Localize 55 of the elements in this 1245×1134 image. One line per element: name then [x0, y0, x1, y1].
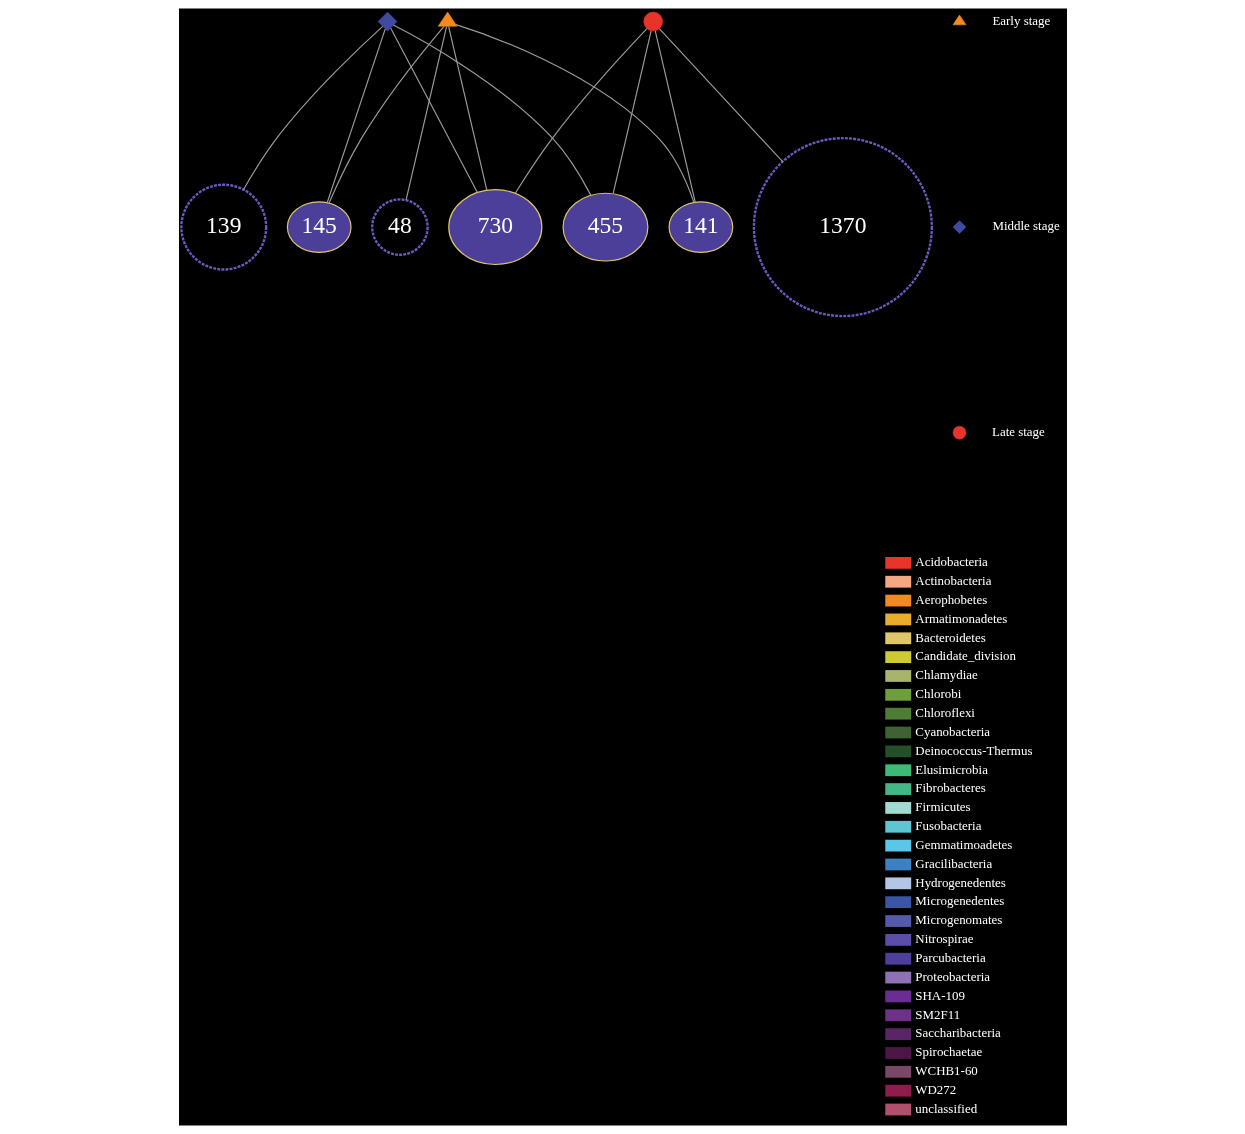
connector [405, 25, 447, 201]
legend-label: Gracilibacteria [914, 855, 992, 871]
legend-label: Gemmatimoadetes [914, 836, 1012, 852]
legend-label: Parcubacteria [914, 950, 986, 966]
connector [392, 24, 591, 196]
connector [654, 30, 696, 203]
legend-label: Acidobacteria [914, 554, 988, 570]
connector [658, 28, 783, 163]
legend-label: Deinococcus-Thermus [914, 742, 1032, 758]
legend-label: Late stage [991, 423, 1045, 439]
legend-label: Fusobacteria [914, 818, 981, 834]
node-circle [642, 11, 663, 32]
connector [514, 28, 648, 194]
legend-label: SM2F11 [914, 1006, 960, 1022]
connector [612, 30, 652, 195]
connector [447, 25, 487, 191]
legend-label: Microgenomates [914, 912, 1002, 928]
legend-label: Candidate_division [914, 648, 1016, 664]
legend-label: Chloroflexi [914, 704, 975, 720]
node-ellipse: 455 [561, 192, 648, 262]
legend-label: Aerophobetes [914, 591, 987, 607]
legend-label: Armatimonadetes [914, 610, 1007, 626]
connector [389, 27, 478, 194]
legend-label: Proteobacteria [914, 968, 990, 984]
legend-label: Chlamydiae [914, 667, 978, 683]
legend-label: Spirochaetae [914, 1044, 982, 1060]
legend-label: Elusimicrobia [914, 761, 988, 777]
legend-label: unclassified [914, 1100, 977, 1116]
node-ellipse: 145 [286, 201, 352, 254]
legend-label: Microgenedentes [914, 893, 1004, 909]
legend-label: WCHB1-60 [914, 1063, 978, 1079]
legend-label: Chlorobi [914, 686, 961, 702]
legend-label: Cyanobacteria [914, 723, 990, 739]
legend-label: SHA-109 [914, 987, 965, 1003]
connector [327, 25, 445, 204]
node-circle: 1370 [752, 137, 933, 318]
legend-label: Hydrogenedentes [914, 874, 1006, 890]
node-triangle [437, 11, 457, 27]
legend-label: Saccharibacteria [914, 1025, 1001, 1041]
connector [242, 25, 383, 191]
legend-label: Bacteroidetes [914, 629, 986, 645]
legend-label: Early stage [991, 12, 1050, 28]
node-ellipse: 141 [668, 201, 733, 254]
node-ellipse: 730 [447, 189, 542, 266]
legend-label: Nitrospirae [914, 931, 974, 947]
legend-label: Middle stage [991, 218, 1060, 234]
node-diamond [377, 11, 397, 32]
connector [454, 24, 694, 203]
connector [326, 28, 386, 204]
legend-label: WD272 [914, 1081, 956, 1097]
legend-label: Actinobacteria [914, 573, 991, 589]
node-circle: 48 [370, 198, 429, 256]
node-circle: 139 [179, 183, 267, 271]
legend-label: Fibrobacteres [914, 780, 986, 796]
legend-label: Firmicutes [914, 799, 971, 815]
